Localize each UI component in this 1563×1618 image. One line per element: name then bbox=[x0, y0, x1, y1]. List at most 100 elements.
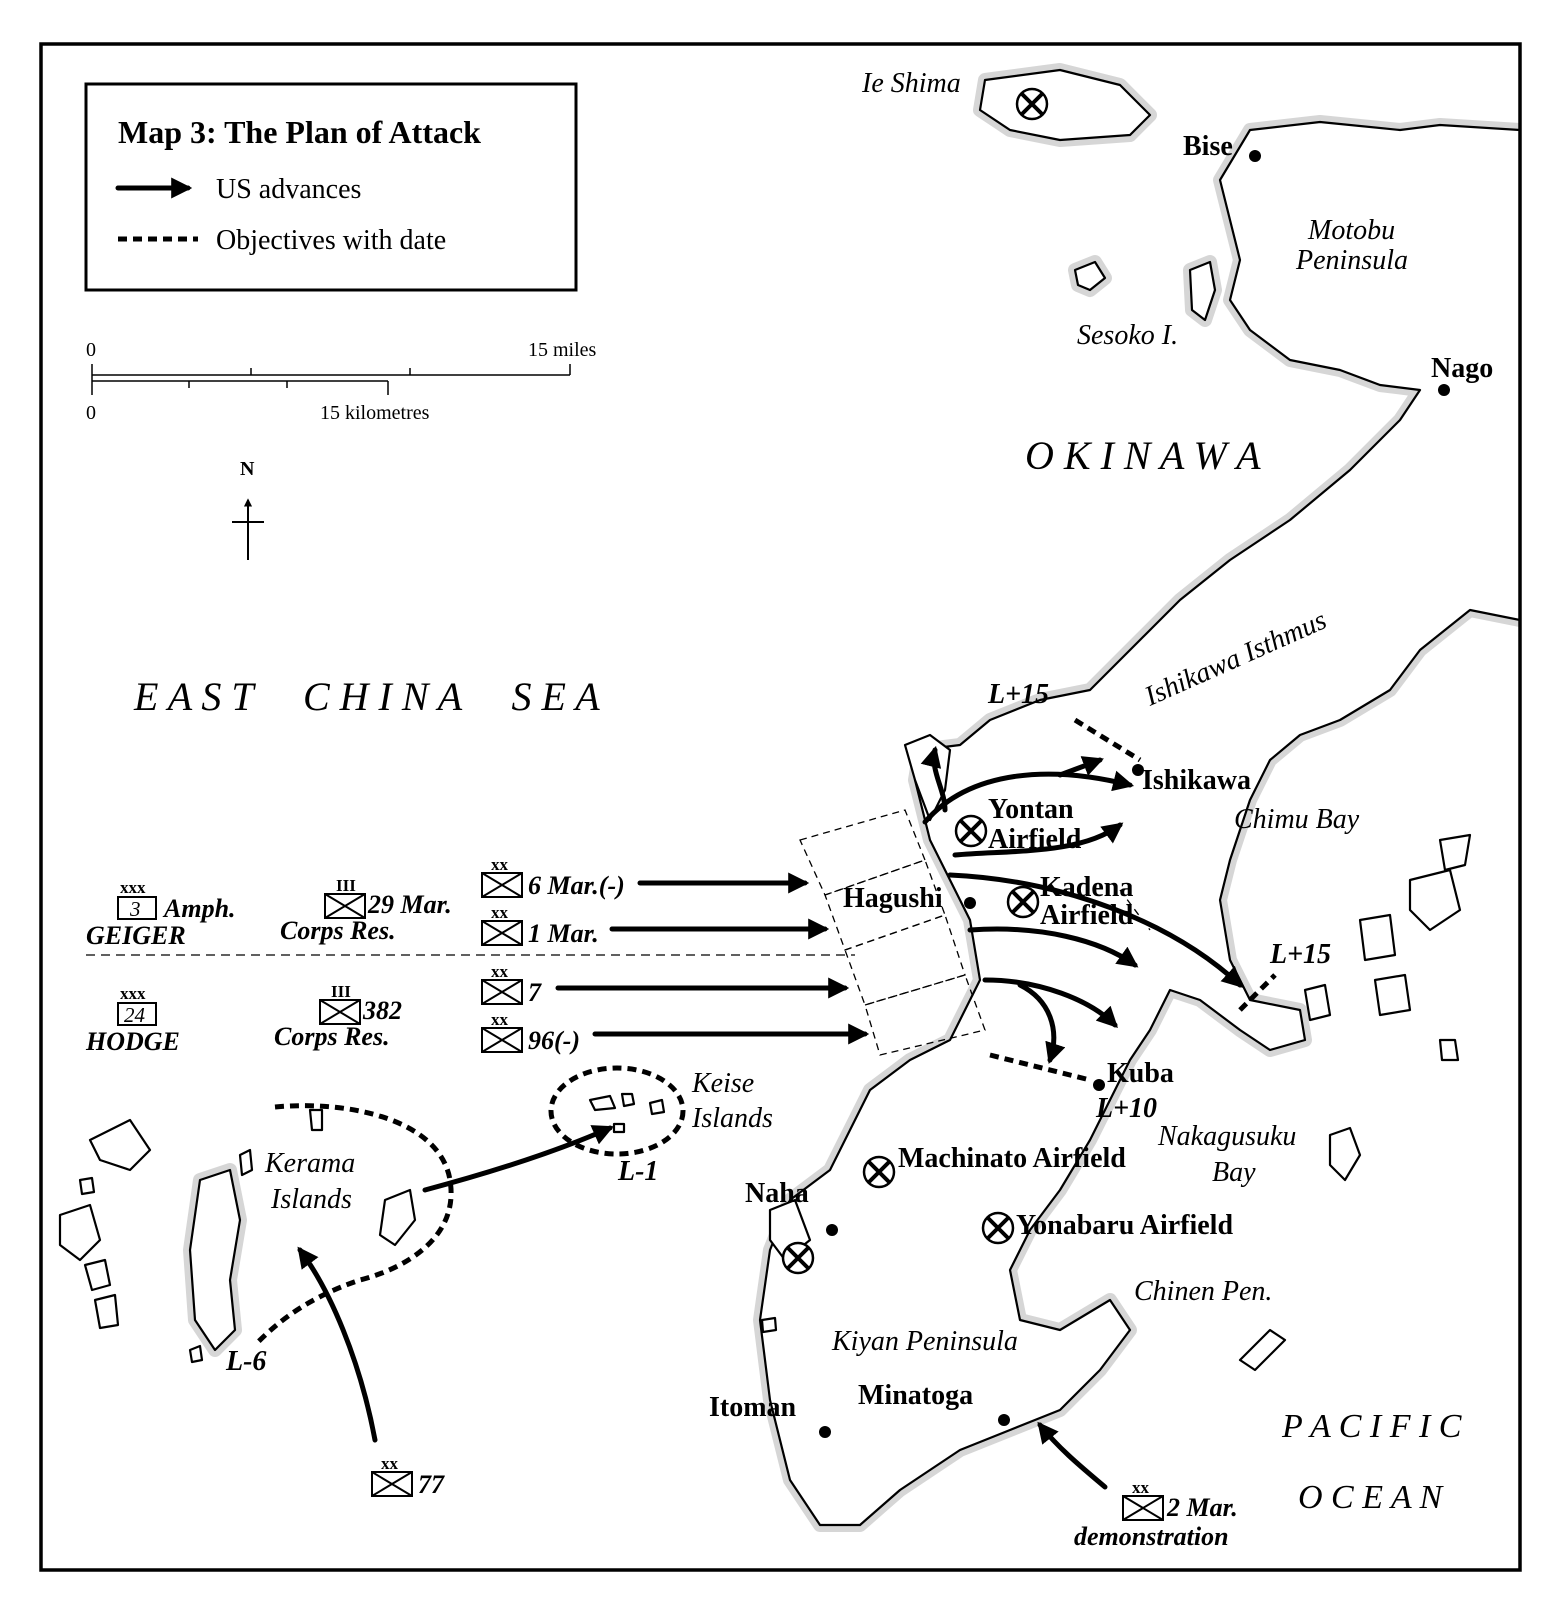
div1-label: 1 Mar. bbox=[528, 919, 599, 948]
kadena-label-1: Kadena bbox=[1040, 872, 1133, 903]
nakagusuku-label-1: Nakagusuku bbox=[1157, 1121, 1296, 1152]
hagushi-label: Hagushi bbox=[843, 883, 943, 914]
div1-symbol bbox=[481, 920, 523, 946]
motobu-label-1: Motobu bbox=[1307, 215, 1395, 246]
ishikawa-label: Ishikawa bbox=[1142, 765, 1251, 796]
nago-label: Nago bbox=[1431, 353, 1493, 384]
objective-l15-north: L+15 bbox=[987, 679, 1049, 710]
legend: Map 3: The Plan of Attack US advances Ob… bbox=[84, 82, 578, 292]
objective-l6: L-6 bbox=[225, 1346, 266, 1377]
naha-label: Naha bbox=[745, 1178, 809, 1209]
div77-label: 77 bbox=[418, 1470, 445, 1499]
machinato-airfield-icon bbox=[862, 1155, 896, 1189]
map-title: Map 3: The Plan of Attack bbox=[118, 114, 481, 150]
div77-echelon: xx bbox=[381, 1454, 399, 1473]
yonabaru-label: Yonabaru Airfield bbox=[1016, 1210, 1233, 1241]
ie-shima-airfield-icon bbox=[1015, 87, 1049, 121]
div96-symbol bbox=[481, 1027, 523, 1053]
itoman-dot bbox=[819, 1426, 831, 1438]
div2-echelon: xx bbox=[1132, 1478, 1150, 1497]
scale-km-label: 15 kilometres bbox=[320, 402, 430, 424]
itoman-label: Itoman bbox=[709, 1392, 797, 1423]
north-label: N bbox=[240, 458, 255, 480]
chinen-label: Chinen Pen. bbox=[1134, 1276, 1272, 1307]
corps3-commander: GEIGER bbox=[86, 921, 186, 950]
objective-l15-east: L+15 bbox=[1269, 939, 1331, 970]
okinawa-island bbox=[753, 115, 1520, 1532]
kadena-label-2: Airfield bbox=[1040, 900, 1134, 931]
res29-echelon: III bbox=[336, 876, 356, 895]
scale-km-zero: 0 bbox=[86, 402, 96, 424]
east-china-sea-label: E A S T C H I N A S E A bbox=[133, 674, 600, 719]
res29-sub: Corps Res. bbox=[280, 916, 396, 945]
res382-symbol bbox=[319, 999, 361, 1025]
kuba-dot bbox=[1093, 1079, 1105, 1091]
keise-label-1: Keise bbox=[691, 1068, 754, 1099]
corps24-echelon: xxx bbox=[120, 984, 146, 1003]
res382-echelon: III bbox=[331, 982, 351, 1001]
div77-symbol bbox=[371, 1471, 413, 1497]
corps3-name: Amph. bbox=[162, 894, 236, 923]
bise-label: Bise bbox=[1183, 131, 1233, 162]
res382-sub: Corps Res. bbox=[274, 1022, 390, 1051]
keise-label-2: Islands bbox=[691, 1103, 773, 1134]
ocean-label: O C E A N bbox=[1298, 1479, 1445, 1516]
yontan-label-2: Airfield bbox=[988, 824, 1082, 855]
sesoko-label: Sesoko I. bbox=[1077, 320, 1178, 351]
div7-symbol bbox=[481, 979, 523, 1005]
res382-name: 382 bbox=[362, 996, 402, 1025]
legend-advances-label: US advances bbox=[216, 174, 361, 205]
corps3-symbol bbox=[117, 896, 157, 920]
eastern-islets bbox=[1238, 833, 1472, 1372]
div7-echelon: xx bbox=[491, 962, 509, 981]
div6-label: 6 Mar.(-) bbox=[528, 871, 625, 900]
kuba-label: Kuba bbox=[1107, 1058, 1174, 1089]
res29-symbol bbox=[324, 893, 366, 919]
div6-echelon: xx bbox=[491, 855, 509, 874]
kerama-islands bbox=[58, 1108, 417, 1364]
hagushi-dot bbox=[964, 897, 976, 909]
div2-sub: demonstration bbox=[1074, 1522, 1229, 1551]
keise-islets bbox=[588, 1092, 666, 1134]
naha-airfield-icon bbox=[781, 1241, 815, 1275]
objective-l1: L-1 bbox=[617, 1156, 658, 1187]
yonabaru-airfield-icon bbox=[981, 1211, 1015, 1245]
kerama-label-2: Islands bbox=[270, 1184, 352, 1215]
corps24-symbol bbox=[117, 1002, 157, 1026]
res29-name: 29 Mar. bbox=[367, 890, 452, 919]
corps3-echelon: xxx bbox=[120, 878, 146, 897]
div96-label: 96(-) bbox=[528, 1026, 580, 1055]
kerama-label-1: Kerama bbox=[264, 1148, 355, 1179]
minatoga-dot bbox=[998, 1414, 1010, 1426]
nakagusuku-label-2: Bay bbox=[1212, 1157, 1256, 1188]
legend-objectives-label: Objectives with date bbox=[216, 225, 446, 256]
okinawa-label: O K I N A W A bbox=[1025, 433, 1261, 478]
div2-label: 2 Mar. bbox=[1166, 1493, 1238, 1522]
north-arrow-icon bbox=[232, 498, 264, 560]
northern-islets bbox=[1068, 255, 1222, 327]
airfield-icons bbox=[781, 87, 1049, 1275]
bise-dot bbox=[1249, 150, 1261, 162]
ie-shima-island bbox=[973, 63, 1157, 147]
chimu-bay-label: Chimu Bay bbox=[1234, 804, 1360, 835]
yontan-airfield-icon bbox=[954, 814, 988, 848]
objective-lines bbox=[253, 717, 1277, 1347]
div96-echelon: xx bbox=[491, 1010, 509, 1029]
objective-l10: L+10 bbox=[1095, 1093, 1157, 1124]
corps24-number: 24 bbox=[124, 1003, 146, 1027]
div7-label: 7 bbox=[528, 978, 542, 1007]
kiyan-label: Kiyan Peninsula bbox=[831, 1326, 1018, 1357]
scale-miles-zero: 0 bbox=[86, 339, 96, 361]
town-dots bbox=[819, 150, 1450, 1438]
kiyan-islet bbox=[760, 1316, 778, 1334]
corps24-commander: HODGE bbox=[85, 1027, 180, 1056]
pacific-label: P A C I F I C bbox=[1281, 1408, 1462, 1445]
map-frame bbox=[39, 42, 1522, 1572]
div1-echelon: xx bbox=[491, 903, 509, 922]
yontan-label-1: Yontan bbox=[988, 794, 1074, 825]
corps3-number: 3 bbox=[129, 897, 141, 921]
unit-symbols bbox=[117, 872, 1164, 1521]
scale-miles-label: 15 miles bbox=[528, 339, 597, 361]
ie-shima-label: Ie Shima bbox=[861, 68, 961, 99]
